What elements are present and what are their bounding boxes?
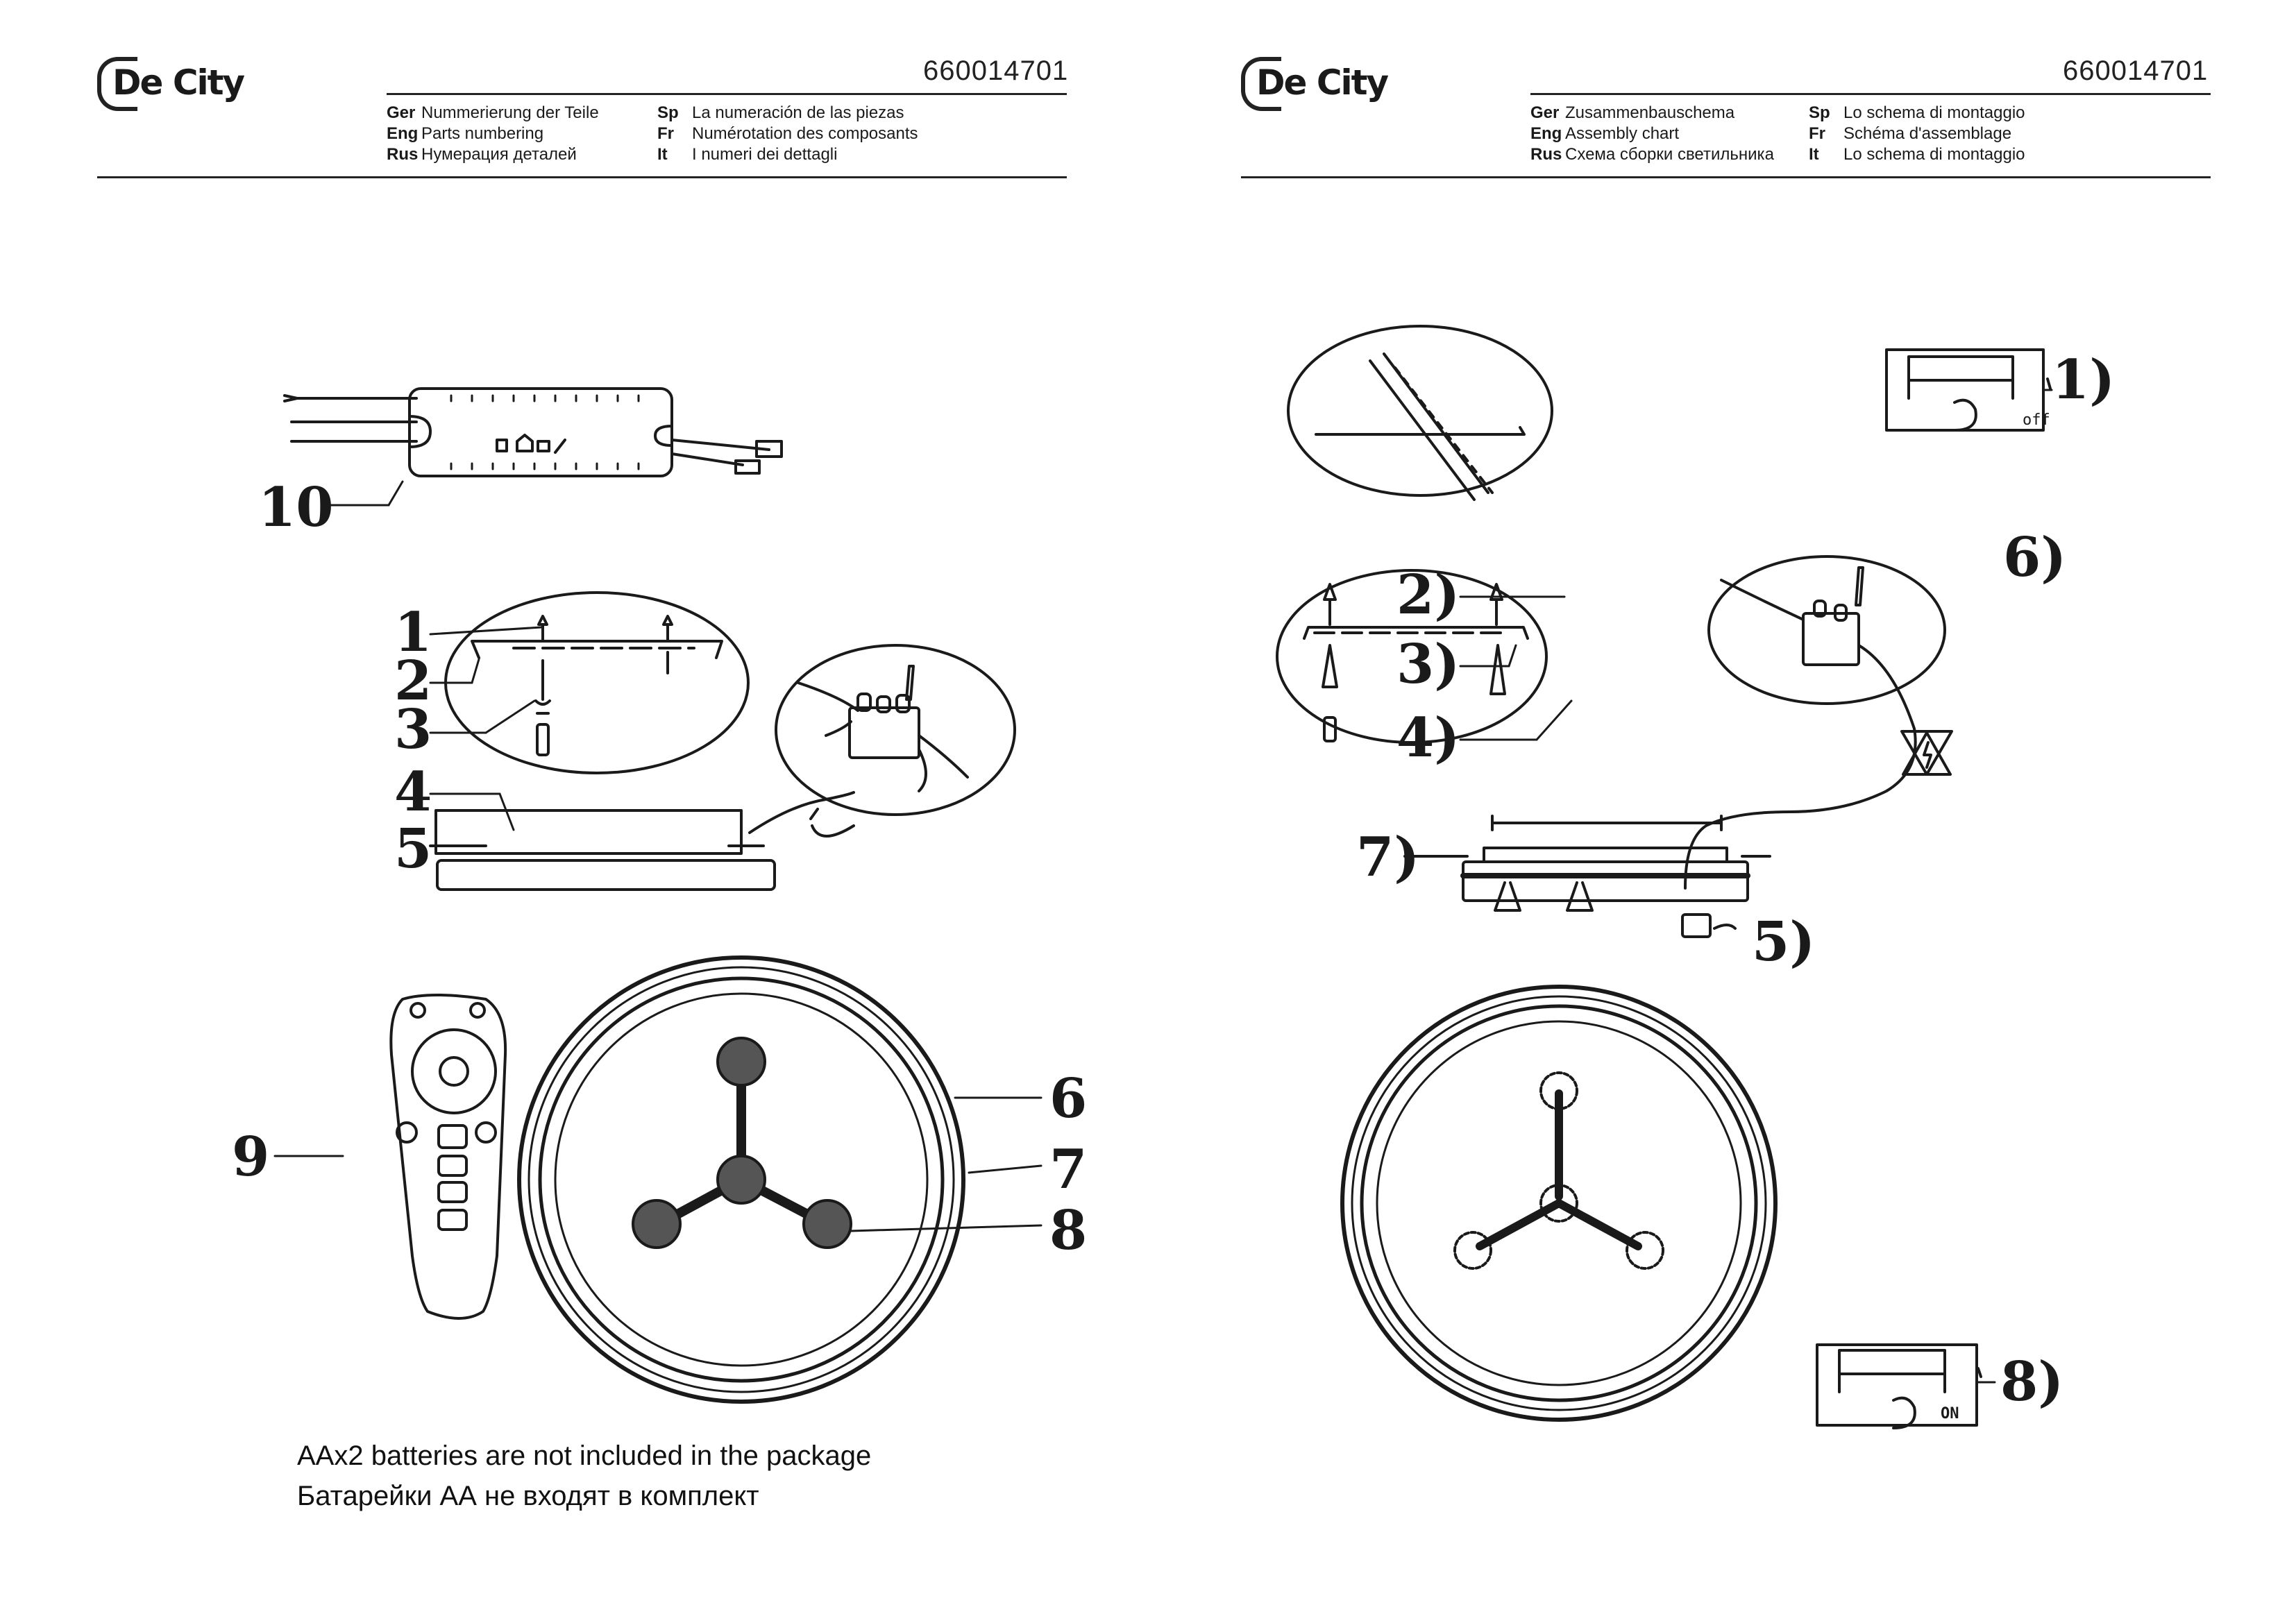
led-driver-illustration xyxy=(283,387,783,477)
electric-warning-icon xyxy=(1900,730,1953,776)
callout-7: 7 xyxy=(1049,1138,1087,1201)
header-row-fr: Fr Schéma d'assemblage xyxy=(1809,124,2025,144)
header-languages-col-2: Sp Lo schema di montaggio Fr Schéma d'asse… xyxy=(1809,103,2025,165)
battery-note-russian: Батарейки АА не входят в комплект xyxy=(297,1481,759,1511)
header-text: Nummerierung der Teile xyxy=(421,103,599,122)
lang-code: Eng xyxy=(387,124,419,143)
lang-code: It xyxy=(657,145,668,164)
callout-2: 2 xyxy=(394,649,432,713)
header-text: Parts numbering xyxy=(421,124,544,143)
header-row-sp: Sp La numeración de las piezas xyxy=(657,103,918,124)
header-rule-top xyxy=(1530,93,2211,95)
lang-code: Eng xyxy=(1530,124,1562,143)
callout-4: 4) xyxy=(1396,706,1460,770)
callout-5: 5 xyxy=(394,817,432,881)
header-text: Numérotation des composants xyxy=(692,124,918,143)
parts-drawing: 10 1 2 3 4 5 6 7 8 9 xyxy=(232,387,1087,1404)
header-text: Schéma d'assemblage xyxy=(1843,124,2012,143)
logo-text: De City xyxy=(112,62,245,103)
header-row-it: It Lo schema di montaggio xyxy=(1809,144,2025,165)
header-row-fr: Fr Numérotation des composants xyxy=(657,124,918,144)
lang-code: Ger xyxy=(387,103,416,122)
mounting-rail-illustration xyxy=(1287,325,1553,501)
switch-on-label: ON xyxy=(1941,1405,1959,1422)
lang-code: Ger xyxy=(1530,103,1560,122)
lamp-side-view-illustration xyxy=(429,791,855,891)
lang-code: Fr xyxy=(657,124,674,143)
callout-leader-lines xyxy=(1459,389,2053,1384)
callout-10: 10 xyxy=(258,476,334,539)
mounting-detail-illustration xyxy=(444,591,750,774)
lamp-front-view-illustration xyxy=(517,955,965,1404)
lamp-front-view-illustration xyxy=(1340,985,1778,1422)
callout-leader-lines xyxy=(273,480,1043,1232)
parts-numbering-page: De City 660014701 Ger Nummerierung der Te… xyxy=(97,56,1087,1511)
lang-code: Fr xyxy=(1809,124,1825,143)
callout-9: 9 xyxy=(232,1125,269,1189)
dip-switch-on-illustration xyxy=(1816,1343,1982,1429)
switch-off-label: off xyxy=(2023,411,2050,429)
callout-3: 3 xyxy=(394,698,432,761)
header-text: Zusammenbauschema xyxy=(1565,103,1735,122)
document-number: 660014701 xyxy=(923,56,1069,86)
callout-6: 6 xyxy=(1049,1067,1087,1130)
wiring-detail-illustration xyxy=(1684,555,1946,890)
lang-code: Sp xyxy=(657,103,679,122)
header-text: La numeración de las piezas xyxy=(692,103,904,122)
lang-code: Sp xyxy=(1809,103,1830,122)
assembly-drawing: off xyxy=(1276,325,2115,1429)
callout-1: 1 xyxy=(394,601,432,664)
lang-code: It xyxy=(1809,145,1819,164)
callout-4: 4 xyxy=(394,760,432,824)
header-text: I numeri dei dettagli xyxy=(692,145,838,164)
battery-note-english: AAx2 batteries are not included in the p… xyxy=(297,1441,872,1471)
header-text: Нумерация деталей xyxy=(421,145,577,164)
header-languages-col-2: Sp La numeración de las piezas Fr Numérota… xyxy=(657,103,918,165)
header-row-ger: Ger Nummerierung der Teile xyxy=(387,103,599,124)
document-number: 660014701 xyxy=(2063,56,2209,86)
dip-switch-off-illustration xyxy=(1885,348,2052,432)
header-rule-bottom xyxy=(1241,176,2211,178)
callout-5: 5) xyxy=(1752,910,1815,974)
header-row-sp: Sp Lo schema di montaggio xyxy=(1809,103,2025,124)
header-row-it: It I numeri dei dettagli xyxy=(657,144,918,165)
header-row-ger: Ger Zusammenbauschema xyxy=(1530,103,1774,124)
logo-text: De City xyxy=(1256,62,1389,103)
lang-code: Rus xyxy=(1530,145,1562,164)
wiring-detail-illustration xyxy=(775,644,1016,838)
header-text: Lo schema di montaggio xyxy=(1843,145,2025,164)
header-rule-top xyxy=(387,93,1067,95)
header-rule-bottom xyxy=(97,176,1067,178)
logo-mark xyxy=(97,57,137,111)
callout-1: 1) xyxy=(2052,348,2115,411)
callout-8: 8) xyxy=(2000,1350,2063,1413)
lang-code: Rus xyxy=(387,145,419,164)
header-text: Lo schema di montaggio xyxy=(1843,103,2025,122)
remote-control-illustration xyxy=(389,994,507,1320)
callout-7: 7) xyxy=(1356,826,1419,889)
assembly-chart-page: De City 660014701 Ger Zusammenbauschema E… xyxy=(1148,0,2296,1623)
callout-8: 8 xyxy=(1049,1199,1087,1262)
header-text: Схема сборки светильника xyxy=(1565,145,1774,164)
callout-6: 6) xyxy=(2003,526,2066,589)
header-text: Assembly chart xyxy=(1565,124,1680,143)
callout-2: 2) xyxy=(1396,563,1460,627)
mounting-detail-illustration xyxy=(1276,569,1548,744)
logo-mark xyxy=(1241,57,1281,111)
lamp-side-view-illustration xyxy=(1403,815,1771,938)
callout-3: 3) xyxy=(1396,633,1460,696)
